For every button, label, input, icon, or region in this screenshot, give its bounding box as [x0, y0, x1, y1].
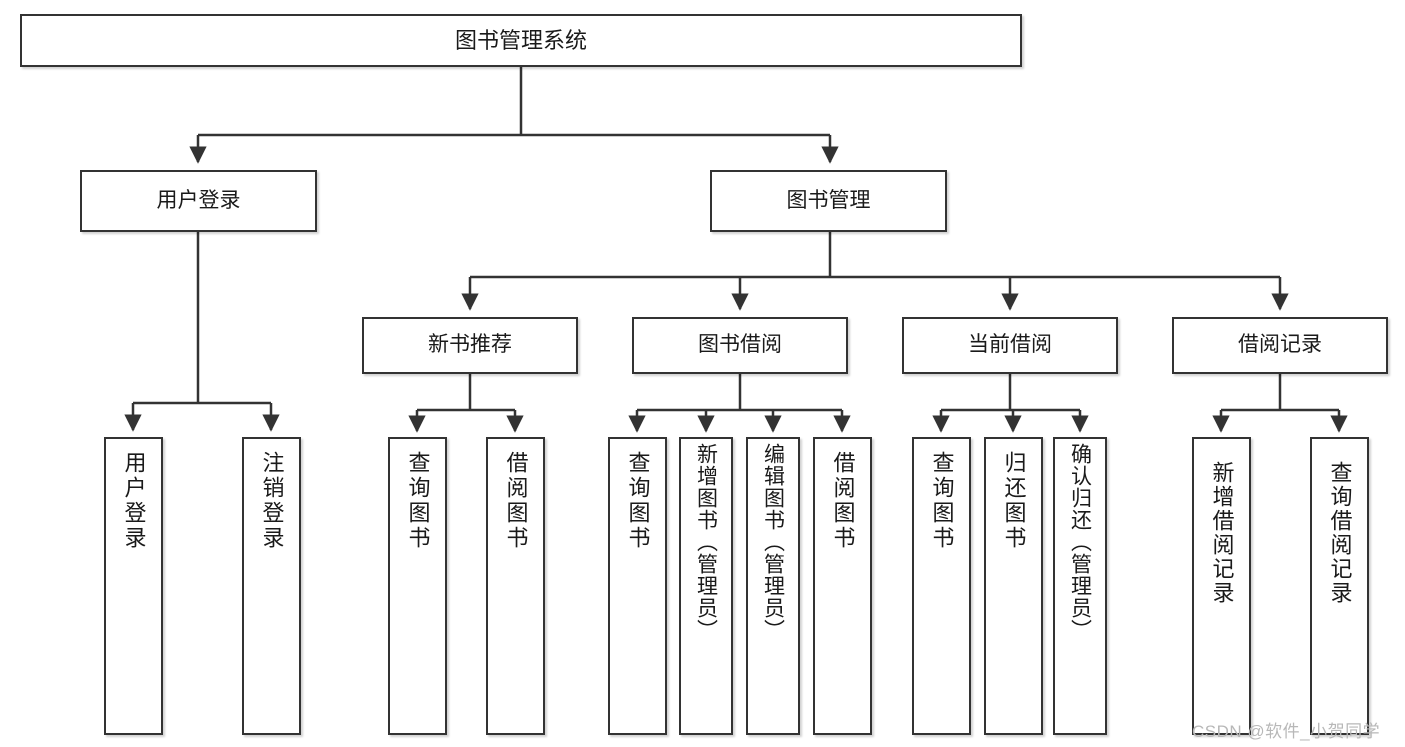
node-label: 新增图书（管理员） [694, 443, 718, 641]
node-leaf-user-login[interactable]: 用户登录 [104, 437, 163, 735]
node-leaf-borrow-book-1[interactable]: 借阅图书 [486, 437, 545, 735]
node-leaf-edit-book-admin[interactable]: 编辑图书（管理员） [746, 437, 800, 735]
node-label: 归还图书 [1001, 451, 1027, 551]
node-label: 用户登录 [121, 451, 147, 551]
node-label: 查询图书 [625, 451, 651, 551]
node-label: 图书借阅 [698, 333, 782, 357]
node-leaf-confirm-return-admin[interactable]: 确认归还（管理员） [1053, 437, 1107, 735]
node-label: 编辑图书（管理员） [761, 443, 785, 641]
node-leaf-add-borrow-record[interactable]: 新增借阅记录 [1192, 437, 1251, 735]
node-label: 注销登录 [259, 451, 285, 551]
csdn-watermark: CSDN @软件_小贺同学 [1192, 722, 1381, 741]
node-borrow-record[interactable]: 借阅记录 [1172, 317, 1388, 374]
node-label: 查询图书 [405, 451, 431, 551]
node-label: 当前借阅 [968, 333, 1052, 357]
node-system-root[interactable]: 图书管理系统 [20, 14, 1022, 67]
node-leaf-add-book-admin[interactable]: 新增图书（管理员） [679, 437, 733, 735]
node-label: 查询图书 [929, 451, 955, 551]
node-label: 查询借阅记录 [1327, 461, 1353, 605]
node-book-borrow[interactable]: 图书借阅 [632, 317, 848, 374]
node-label: 图书管理系统 [454, 27, 587, 53]
node-label: 新增借阅记录 [1209, 461, 1235, 605]
node-book-management[interactable]: 图书管理 [710, 170, 947, 232]
node-new-book-recommend[interactable]: 新书推荐 [362, 317, 578, 374]
node-label: 借阅图书 [830, 451, 856, 551]
node-label: 新书推荐 [428, 333, 512, 357]
node-label: 图书管理 [786, 188, 871, 212]
node-leaf-query-borrow-record[interactable]: 查询借阅记录 [1310, 437, 1369, 735]
node-user-login[interactable]: 用户登录 [80, 170, 317, 232]
node-leaf-query-book-1[interactable]: 查询图书 [388, 437, 447, 735]
node-label: 用户登录 [156, 188, 241, 212]
node-label: 确认归还（管理员） [1068, 443, 1092, 641]
node-leaf-query-book-2[interactable]: 查询图书 [608, 437, 667, 735]
node-leaf-query-book-3[interactable]: 查询图书 [912, 437, 971, 735]
node-leaf-borrow-book-2[interactable]: 借阅图书 [813, 437, 872, 735]
node-current-borrow[interactable]: 当前借阅 [902, 317, 1118, 374]
node-label: 借阅图书 [503, 451, 529, 551]
node-leaf-logout-login[interactable]: 注销登录 [242, 437, 301, 735]
node-label: 借阅记录 [1238, 333, 1322, 357]
node-leaf-return-book[interactable]: 归还图书 [984, 437, 1043, 735]
